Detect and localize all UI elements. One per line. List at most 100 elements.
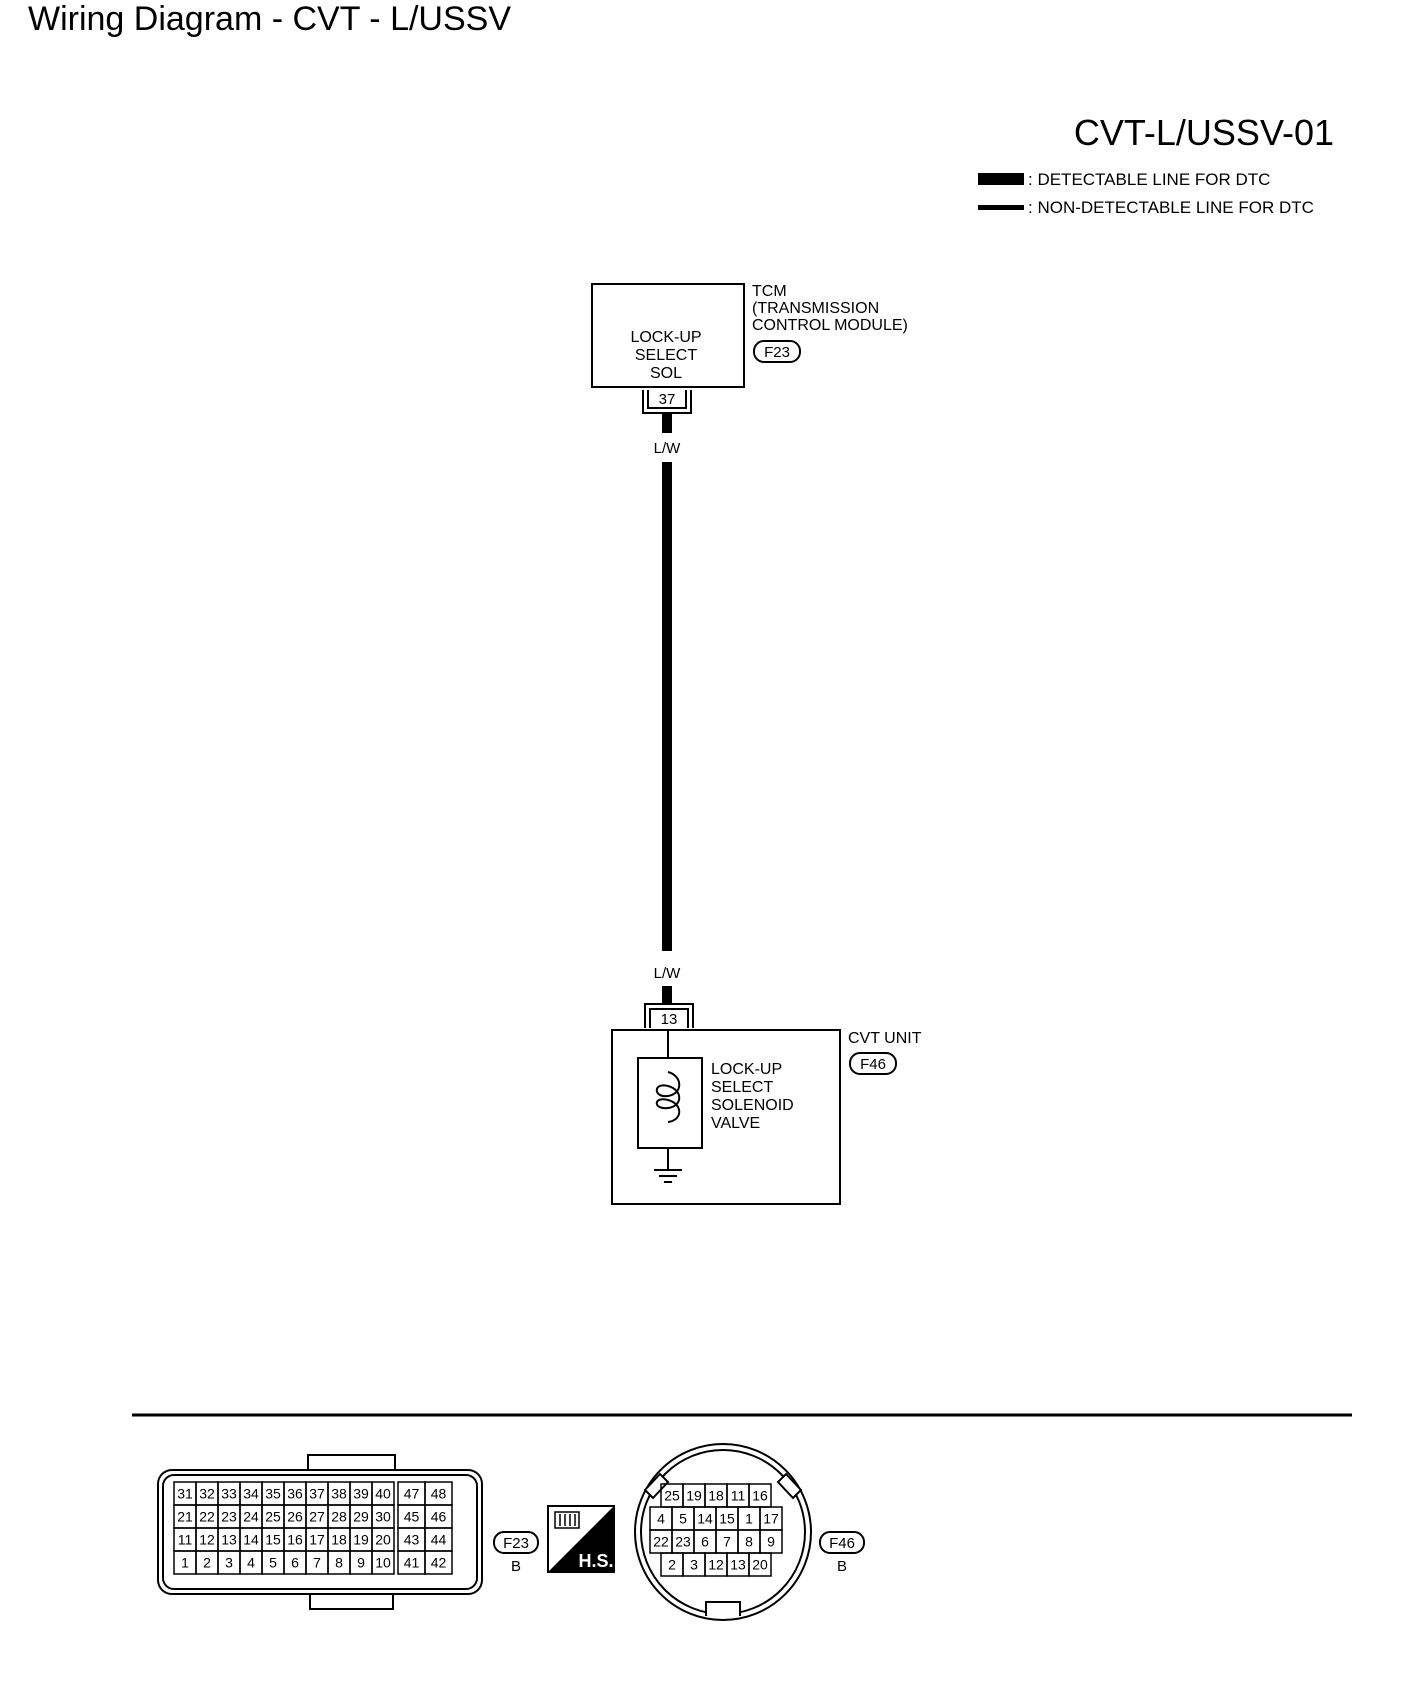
pin-number: 19 (686, 1488, 702, 1504)
solenoid-coil-icon (655, 1071, 681, 1123)
pin-number: 47 (404, 1486, 420, 1502)
pin-number: 14 (697, 1511, 713, 1527)
f46-right-key (776, 1472, 803, 1500)
pin-number: 16 (752, 1488, 768, 1504)
pin-number: 2 (668, 1557, 676, 1573)
cvt-unit-component: 13 CVT UNIT F46 LOCK-UP SELECT SOLENOID … (611, 1003, 922, 1205)
pin-number: 18 (708, 1488, 724, 1504)
f46-connector-badge (819, 1531, 865, 1554)
pin-number: 40 (375, 1486, 391, 1502)
pin-number: 46 (431, 1509, 447, 1525)
pin-number: 31 (177, 1486, 193, 1502)
pin-number: 29 (353, 1509, 369, 1525)
pin-number: 5 (679, 1511, 687, 1527)
tcm-connector-id: F23 (764, 344, 790, 361)
tcm-component: LOCK-UP SELECT SOL TCM (TRANSMISSION CON… (591, 283, 908, 414)
pin-number: 7 (313, 1555, 321, 1571)
f46-left-key (643, 1472, 670, 1500)
f23-housing-outer (157, 1469, 483, 1595)
pin-number: 16 (287, 1532, 303, 1548)
pin-number: 25 (265, 1509, 281, 1525)
pin-number: 18 (331, 1532, 347, 1548)
pin-number: 28 (331, 1509, 347, 1525)
pin-number: 41 (404, 1555, 420, 1571)
tcm-inner-label-3: SOL (650, 365, 682, 382)
f46-housing-inner (640, 1449, 806, 1615)
pin-number: 7 (723, 1534, 731, 1550)
pin-number: 27 (309, 1509, 325, 1525)
pin-number: 44 (431, 1532, 447, 1548)
cvt-unit-box (611, 1029, 841, 1205)
pin-number: 25 (664, 1488, 680, 1504)
cvt-terminal-bracket-outer (644, 1003, 694, 1028)
pin-number: 1 (745, 1511, 753, 1527)
pin-number: 13 (221, 1532, 237, 1548)
f23-top-latch (307, 1454, 396, 1470)
hs-icon-dark-half (548, 1506, 614, 1572)
cvt-inner-label-1: LOCK-UP (711, 1061, 782, 1078)
legend: : DETECTABLE LINE FOR DTC : NON-DETECTAB… (978, 170, 1314, 217)
pin-number: 15 (265, 1532, 281, 1548)
f46-bottom-key (705, 1601, 741, 1616)
f46-connector-id: F46 (829, 1535, 855, 1552)
ground-icon (654, 1169, 682, 1183)
solenoid-box (637, 1057, 703, 1149)
pin-number: 2 (203, 1555, 211, 1571)
pin-number: 22 (653, 1534, 669, 1550)
cvt-terminal-number: 13 (661, 1011, 678, 1028)
cvt-unit-name: CVT UNIT (848, 1030, 922, 1047)
f23-connector-color: B (511, 1558, 521, 1575)
pin-cell (424, 1550, 453, 1575)
pin-number: 10 (375, 1555, 391, 1571)
pin-number: 8 (745, 1534, 753, 1550)
legend-non-detectable-label: : NON-DETECTABLE LINE FOR DTC (1028, 198, 1314, 217)
pin-number: 12 (199, 1532, 215, 1548)
pin-number: 20 (752, 1557, 768, 1573)
tcm-terminal-number: 37 (659, 391, 676, 408)
pin-number: 30 (375, 1509, 391, 1525)
connector-shape-icon (554, 1511, 580, 1529)
pin-number: 24 (243, 1509, 259, 1525)
pin-number: 17 (763, 1511, 779, 1527)
wire-stub-bottom (662, 986, 672, 1004)
tcm-inner-label-1: LOCK-UP (630, 329, 701, 346)
pin-number: 23 (675, 1534, 691, 1550)
wire-color-label-top: L/W (654, 440, 682, 457)
pin-number: 13 (730, 1557, 746, 1573)
pin-number: 22 (199, 1509, 215, 1525)
legend-detectable-label: : DETECTABLE LINE FOR DTC (1028, 170, 1270, 189)
pin-number: 6 (701, 1534, 709, 1550)
wire-lw: L/W L/W (654, 413, 682, 1004)
cvt-connector-id: F46 (860, 1056, 886, 1073)
pin-number: 8 (335, 1555, 343, 1571)
cvt-inner-label-4: VALVE (711, 1115, 760, 1132)
tcm-full-name-1: (TRANSMISSION (752, 300, 879, 317)
pin-cell (748, 1552, 772, 1577)
pin-number: 9 (357, 1555, 365, 1571)
pin-number: 39 (353, 1486, 369, 1502)
wire-stub-top (662, 413, 672, 433)
cvt-inner-label-3: SOLENOID (711, 1097, 794, 1114)
tcm-connector-badge (753, 340, 801, 363)
diagram-id: CVT-L/USSV-01 (1073, 112, 1334, 153)
pin-cell (371, 1550, 395, 1575)
pin-number: 20 (375, 1532, 391, 1548)
pin-number: 34 (243, 1486, 259, 1502)
pin-number: 19 (353, 1532, 369, 1548)
pin-number: 1 (181, 1555, 189, 1571)
pin-number: 4 (247, 1555, 255, 1571)
f23-housing-inner (162, 1474, 478, 1590)
pin-number: 45 (404, 1509, 420, 1525)
hs-label: H.S. (578, 1551, 613, 1571)
pin-number: 26 (287, 1509, 303, 1525)
pin-number: 42 (431, 1555, 447, 1571)
pin-number: 15 (719, 1511, 735, 1527)
f23-bottom-latch (309, 1594, 394, 1610)
pin-number: 11 (731, 1488, 746, 1504)
pin-number: 37 (309, 1486, 325, 1502)
pin-number: 3 (225, 1555, 233, 1571)
